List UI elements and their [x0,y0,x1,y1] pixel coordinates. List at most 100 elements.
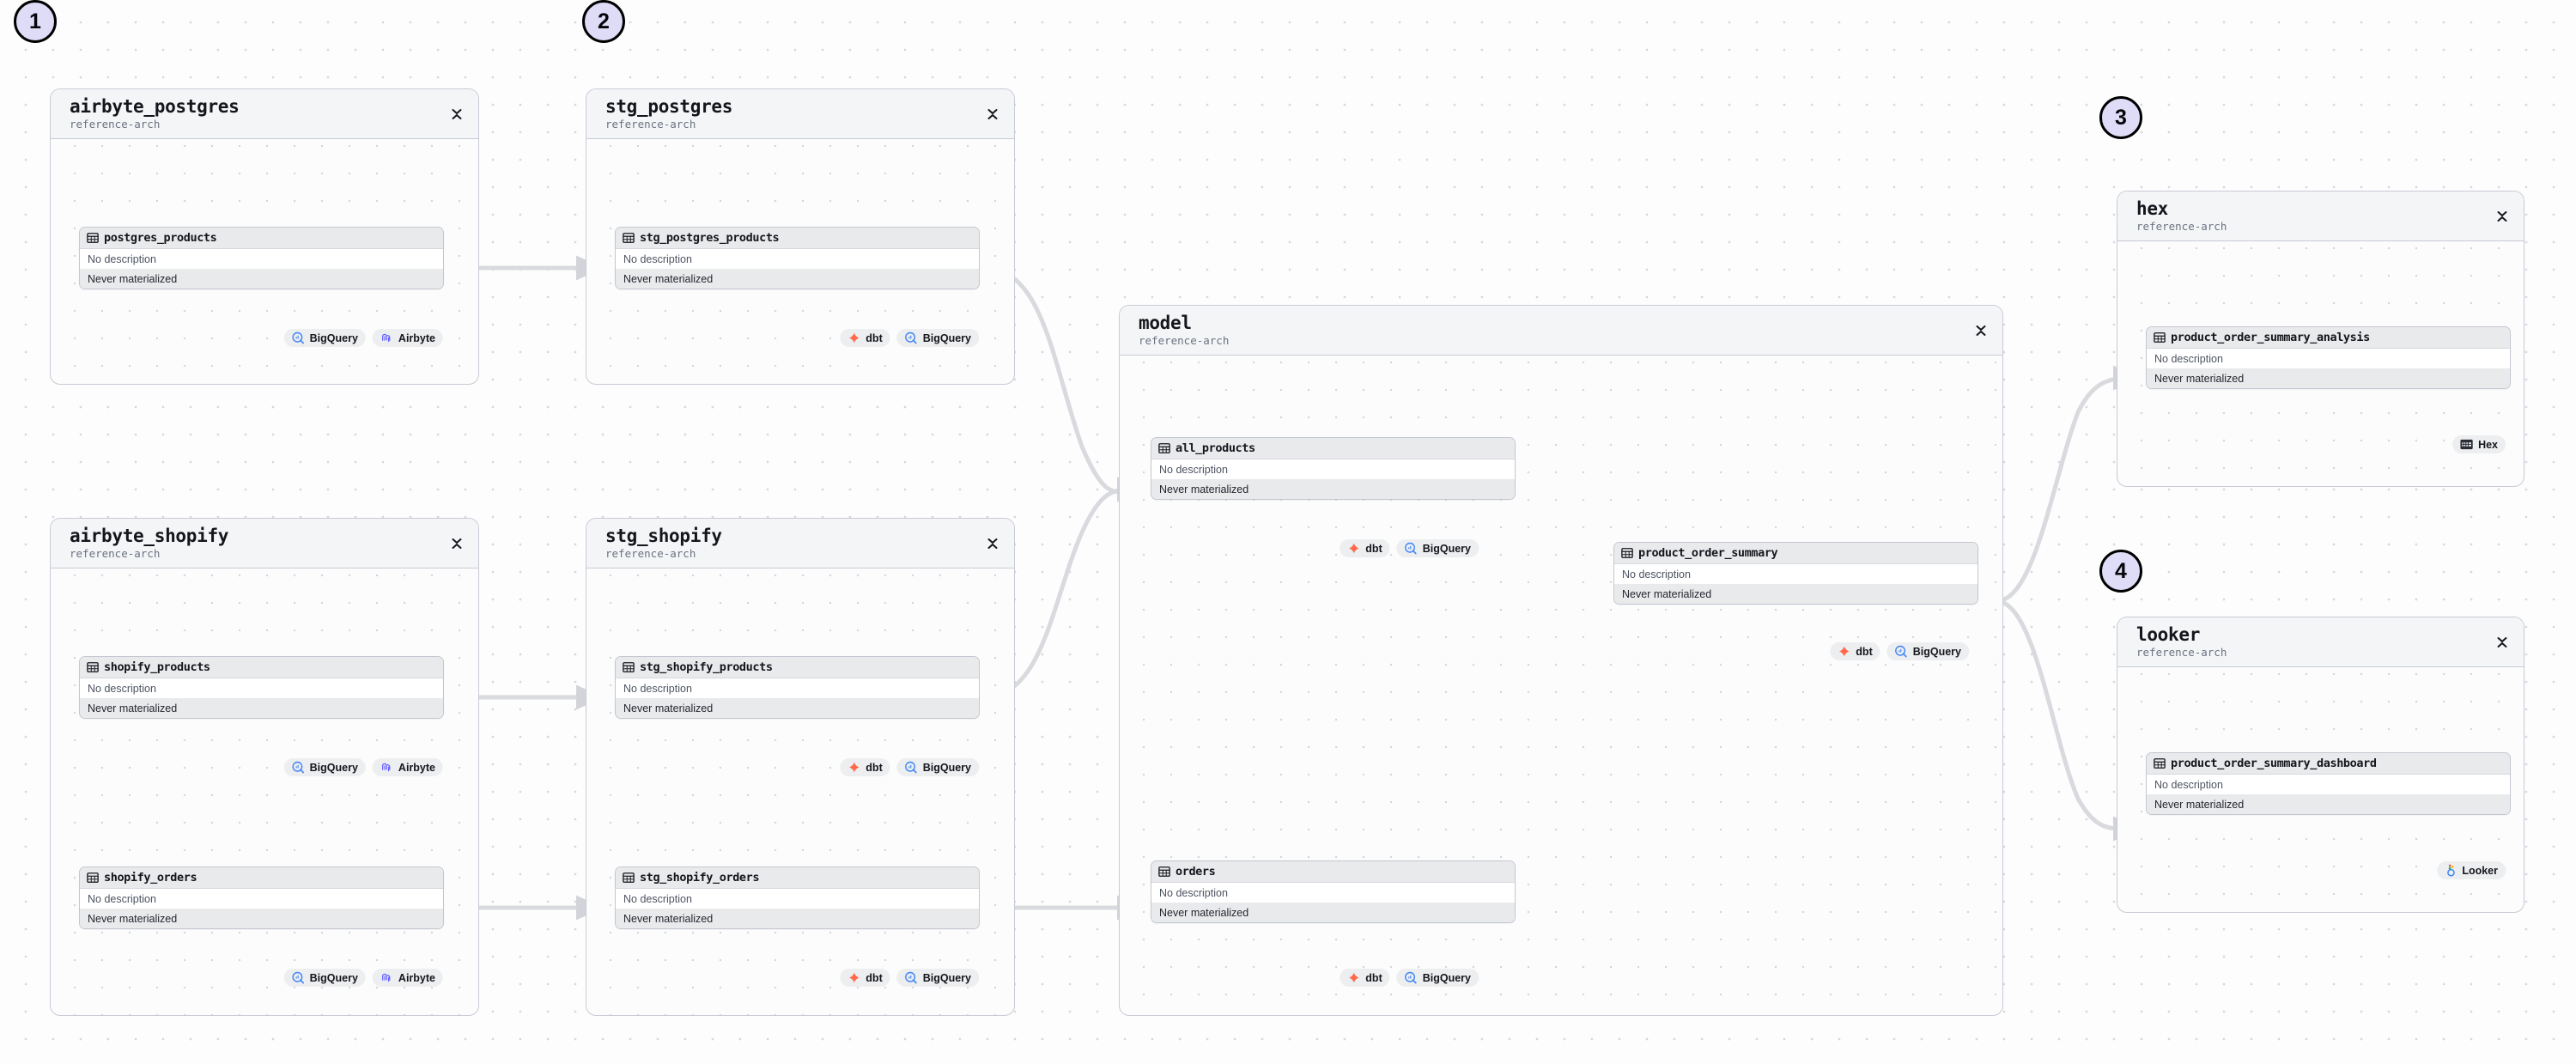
tag-chip-bigquery[interactable]: BigQuery [283,758,366,776]
tag-chip-bigquery[interactable]: BigQuery [896,758,979,776]
integration-tags-stg_postgres_products: dbt BigQuery [840,329,979,347]
collapse-toggle-airbyte_shopify[interactable] [451,536,463,551]
looker-icon [2447,864,2455,877]
asset-node-header[interactable]: product_order_summary [1614,543,1978,564]
tag-chip-label: BigQuery [1422,971,1471,984]
bigquery-icon [292,971,304,984]
group-header-stg_shopify[interactable]: stg_shopify reference-arch [586,519,1014,568]
collapse-chevrons-icon[interactable] [1975,323,1987,338]
asset-node-all_products[interactable]: all_products No description Never materi… [1151,437,1516,500]
collapse-toggle-stg_postgres[interactable] [987,106,999,122]
collapse-toggle-hex[interactable] [2496,209,2508,224]
tag-chip-airbyte[interactable]: Airbyte [372,329,443,347]
collapse-toggle-looker[interactable] [2496,635,2508,650]
tag-chip-dbt[interactable]: dbt [1340,539,1390,557]
collapse-toggle-stg_shopify[interactable] [987,536,999,551]
asset-node-name: postgres_products [104,231,217,245]
asset-node-header[interactable]: stg_shopify_orders [616,867,979,889]
asset-node-shopify_orders[interactable]: shopify_orders No description Never mate… [79,866,444,929]
asset-node-header[interactable]: stg_shopify_products [616,657,979,678]
asset-node-orders[interactable]: orders No description Never materialized [1151,860,1516,923]
tag-chip-label: BigQuery [922,971,971,984]
asset-node-product_order_summary_dashboard[interactable]: product_order_summary_dashboard No descr… [2146,752,2511,815]
collapse-chevrons-icon[interactable] [987,536,999,551]
dbt-icon [1348,972,1359,983]
group-subtitle: reference-arch [605,118,696,131]
asset-node-header[interactable]: orders [1151,861,1515,883]
asset-node-header[interactable]: stg_postgres_products [616,228,979,249]
tag-chip-bigquery[interactable]: BigQuery [1396,539,1479,557]
integration-tags-postgres_products: BigQuery Airbyte [283,329,443,347]
asset-node-header[interactable]: product_order_summary_analysis [2147,327,2510,349]
collapse-chevrons-icon[interactable] [987,106,999,122]
asset-node-header[interactable]: shopify_products [80,657,443,678]
bigquery-icon [1405,542,1418,555]
table-grid-icon [1158,866,1170,877]
tag-chip-dbt[interactable]: dbt [840,969,890,987]
hex-icon [2460,439,2473,450]
asset-node-stg_shopify_orders[interactable]: stg_shopify_orders No description Never … [615,866,980,929]
integration-tags-all_products: dbt BigQuery [1340,539,1479,557]
asset-node-header[interactable]: all_products [1151,438,1515,459]
tag-chip-dbt[interactable]: dbt [840,329,890,347]
collapse-chevrons-icon[interactable] [2496,209,2508,224]
collapse-chevrons-icon[interactable] [451,106,463,122]
step-marker-label: 2 [598,9,610,33]
group-airbyte_shopify[interactable]: airbyte_shopify reference-arch shopify_p… [50,518,479,1016]
tag-chip-bigquery[interactable]: BigQuery [1886,642,1969,660]
group-header-hex[interactable]: hex reference-arch [2117,192,2524,241]
asset-materialization-status: Never materialized [80,909,443,928]
asset-node-header[interactable]: postgres_products [80,228,443,249]
asset-node-stg_postgres_products[interactable]: stg_postgres_products No description Nev… [615,227,980,289]
bigquery-icon [292,761,304,774]
tag-chip-bigquery[interactable]: BigQuery [283,329,366,347]
tag-chip-bigquery[interactable]: BigQuery [283,969,366,987]
tag-chip-bigquery[interactable]: BigQuery [896,329,979,347]
group-subtitle: reference-arch [70,547,161,560]
tag-chip-label: Looker [2462,864,2498,877]
group-subtitle: reference-arch [2136,220,2227,233]
tag-chip-label: dbt [1365,542,1382,555]
integration-tags-stg_shopify_products: dbt BigQuery [840,758,979,776]
tag-chip-dbt[interactable]: dbt [1830,642,1880,660]
tag-chip-bigquery[interactable]: BigQuery [896,969,979,987]
group-header-model[interactable]: model reference-arch [1120,306,2002,356]
group-header-stg_postgres[interactable]: stg_postgres reference-arch [586,89,1014,139]
tag-chip-airbyte[interactable]: Airbyte [372,969,443,987]
asset-description: No description [2147,349,2510,368]
tag-chip-dbt[interactable]: dbt [840,758,890,776]
group-subtitle: reference-arch [1139,334,1230,347]
bigquery-icon [905,761,918,774]
collapse-toggle-airbyte_postgres[interactable] [451,106,463,122]
tag-chip-dbt[interactable]: dbt [1340,969,1390,987]
asset-node-stg_shopify_products[interactable]: stg_shopify_products No description Neve… [615,656,980,719]
asset-node-postgres_products[interactable]: postgres_products No description Never m… [79,227,444,289]
collapse-toggle-model[interactable] [1975,323,1987,338]
integration-tags-product_order_summary: dbt BigQuery [1830,642,1969,660]
collapse-chevrons-icon[interactable] [2496,635,2508,650]
tag-chip-label: dbt [1856,645,1873,658]
tag-chip-bigquery[interactable]: BigQuery [1396,969,1479,987]
tag-chip-airbyte[interactable]: Airbyte [372,758,443,776]
group-header-airbyte_shopify[interactable]: airbyte_shopify reference-arch [51,519,478,568]
asset-node-name: product_order_summary_analysis [2171,331,2370,344]
group-header-airbyte_postgres[interactable]: airbyte_postgres reference-arch [51,89,478,139]
asset-node-product_order_summary_analysis[interactable]: product_order_summary_analysis No descri… [2146,326,2511,389]
asset-node-shopify_products[interactable]: shopify_products No description Never ma… [79,656,444,719]
asset-materialization-status: Never materialized [1151,479,1515,499]
asset-node-name: product_order_summary [1638,546,1778,560]
asset-description: No description [616,249,979,269]
tag-chip-label: BigQuery [922,331,971,344]
asset-node-product_order_summary[interactable]: product_order_summary No description Nev… [1613,542,1978,605]
group-title: stg_shopify [605,526,722,546]
group-header-looker[interactable]: looker reference-arch [2117,617,2524,667]
tag-chip-hex[interactable]: Hex [2452,435,2506,453]
group-model[interactable]: model reference-arch all_products No des… [1119,305,2003,1016]
asset-node-header[interactable]: product_order_summary_dashboard [2147,753,2510,775]
tag-chip-looker[interactable]: Looker [2437,861,2506,879]
asset-node-header[interactable]: shopify_orders [80,867,443,889]
asset-node-name: orders [1176,865,1216,879]
collapse-chevrons-icon[interactable] [451,536,463,551]
group-stg_postgres[interactable]: stg_postgres reference-arch stg_postgres… [586,88,1015,385]
